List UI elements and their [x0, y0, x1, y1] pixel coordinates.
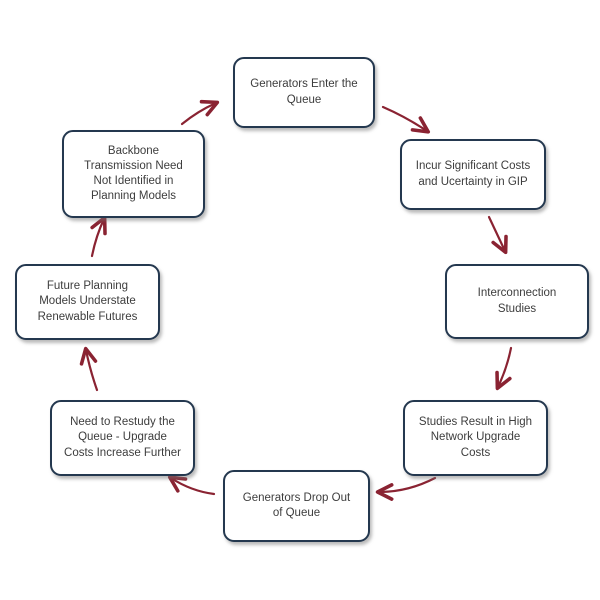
arrow-restudy-to-future-planning	[79, 346, 99, 392]
arrow-studies-to-upgrade-costs	[495, 346, 513, 391]
arrow-backbone-to-enter-queue	[180, 99, 220, 126]
node-backbone-transmission: Backbone Transmission Need Not Identifie…	[62, 130, 205, 218]
arrow-drop-out-to-restudy	[167, 475, 216, 496]
node-label: Generators Enter the Queue	[250, 78, 358, 106]
node-interconnection-studies: Interconnection Studies	[445, 264, 589, 339]
node-label: Studies Result in High Network Upgrade C…	[418, 416, 533, 459]
node-label: Need to Restudy the Queue - Upgrade Cost…	[64, 416, 181, 459]
node-future-planning-models: Future Planning Models Understate Renewa…	[15, 264, 160, 340]
node-generators-enter-queue: Generators Enter the Queue	[233, 57, 375, 128]
node-generators-drop-out: Generators Drop Out of Queue	[223, 470, 370, 542]
arrow-upgrade-costs-to-drop-out	[375, 476, 437, 501]
node-label: Generators Drop Out of Queue	[242, 491, 351, 519]
arrow-costs-to-studies	[487, 215, 508, 255]
node-label: Backbone Transmission Need Not Identifie…	[84, 144, 183, 203]
node-incur-significant-costs: Incur Significant Costs and Ucertainty i…	[400, 139, 546, 210]
arrow-future-planning-to-backbone	[90, 215, 107, 258]
node-label: Incur Significant Costs and Ucertainty i…	[415, 160, 531, 188]
node-restudy-queue: Need to Restudy the Queue - Upgrade Cost…	[50, 400, 195, 476]
node-label: Interconnection Studies	[477, 287, 557, 315]
node-studies-high-upgrade-costs: Studies Result in High Network Upgrade C…	[403, 400, 548, 476]
arrow-enter-queue-to-costs	[381, 105, 431, 134]
node-label: Future Planning Models Understate Renewa…	[37, 280, 138, 323]
